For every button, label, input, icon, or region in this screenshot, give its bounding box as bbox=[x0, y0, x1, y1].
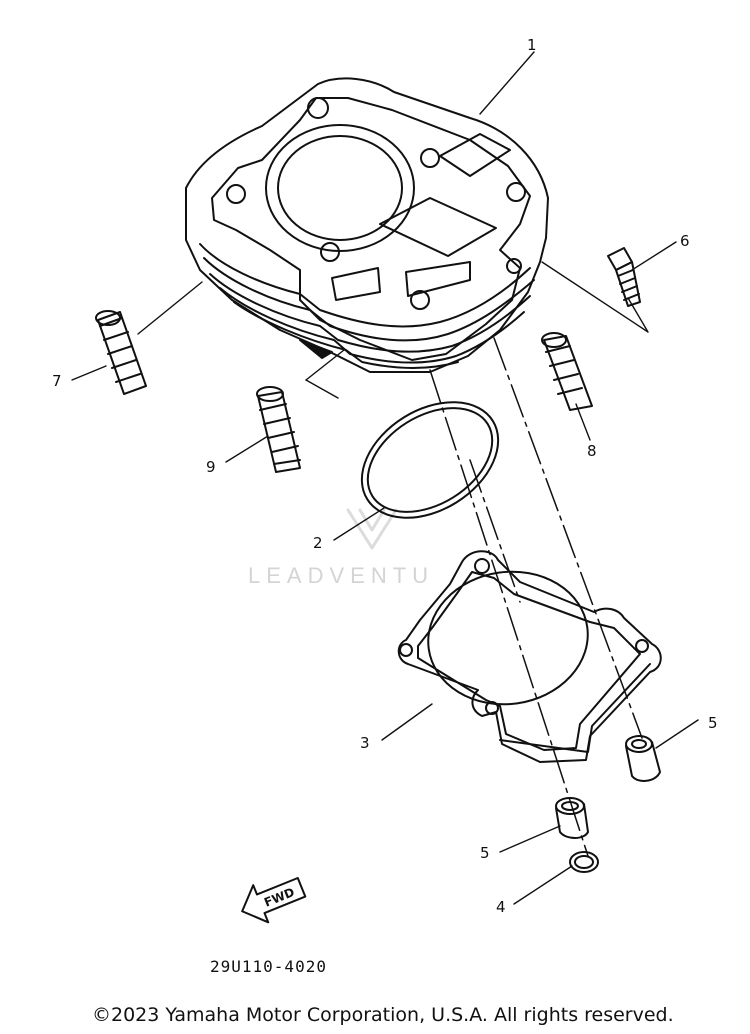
callout-4: 4 bbox=[496, 898, 506, 916]
callout-leader-lines bbox=[71, 51, 699, 905]
cylinder-gasket-3 bbox=[397, 550, 662, 763]
callout-5a: 5 bbox=[708, 714, 718, 732]
callout-2: 2 bbox=[313, 534, 323, 552]
cylinder-part bbox=[185, 77, 549, 373]
callout-8: 8 bbox=[587, 442, 597, 460]
dowel-pin-5a bbox=[625, 735, 661, 782]
callout-7: 7 bbox=[52, 372, 62, 390]
dowel-spring-8 bbox=[541, 332, 593, 411]
dowel-spring-9 bbox=[256, 386, 301, 473]
dowel-spring-7 bbox=[95, 310, 147, 395]
copyright-notice: ©2023 Yamaha Motor Corporation, U.S.A. A… bbox=[92, 1004, 674, 1026]
callout-6: 6 bbox=[680, 232, 690, 250]
callout-3: 3 bbox=[360, 734, 370, 752]
callout-5b: 5 bbox=[480, 844, 490, 862]
watermark-logo-icon bbox=[346, 508, 398, 550]
watermark-text: LEADVENTU bbox=[248, 563, 435, 588]
o-ring-2 bbox=[360, 401, 500, 519]
bolt-6 bbox=[607, 247, 641, 307]
callout-1: 1 bbox=[527, 36, 537, 54]
callout-9: 9 bbox=[206, 458, 216, 476]
diagram-code: 29U110-4020 bbox=[210, 957, 327, 976]
fwd-arrow-icon: FWD bbox=[241, 876, 307, 924]
o-ring-4 bbox=[569, 851, 599, 873]
dowel-pin-5b bbox=[555, 797, 589, 839]
assembly-guide-lines bbox=[429, 337, 643, 857]
